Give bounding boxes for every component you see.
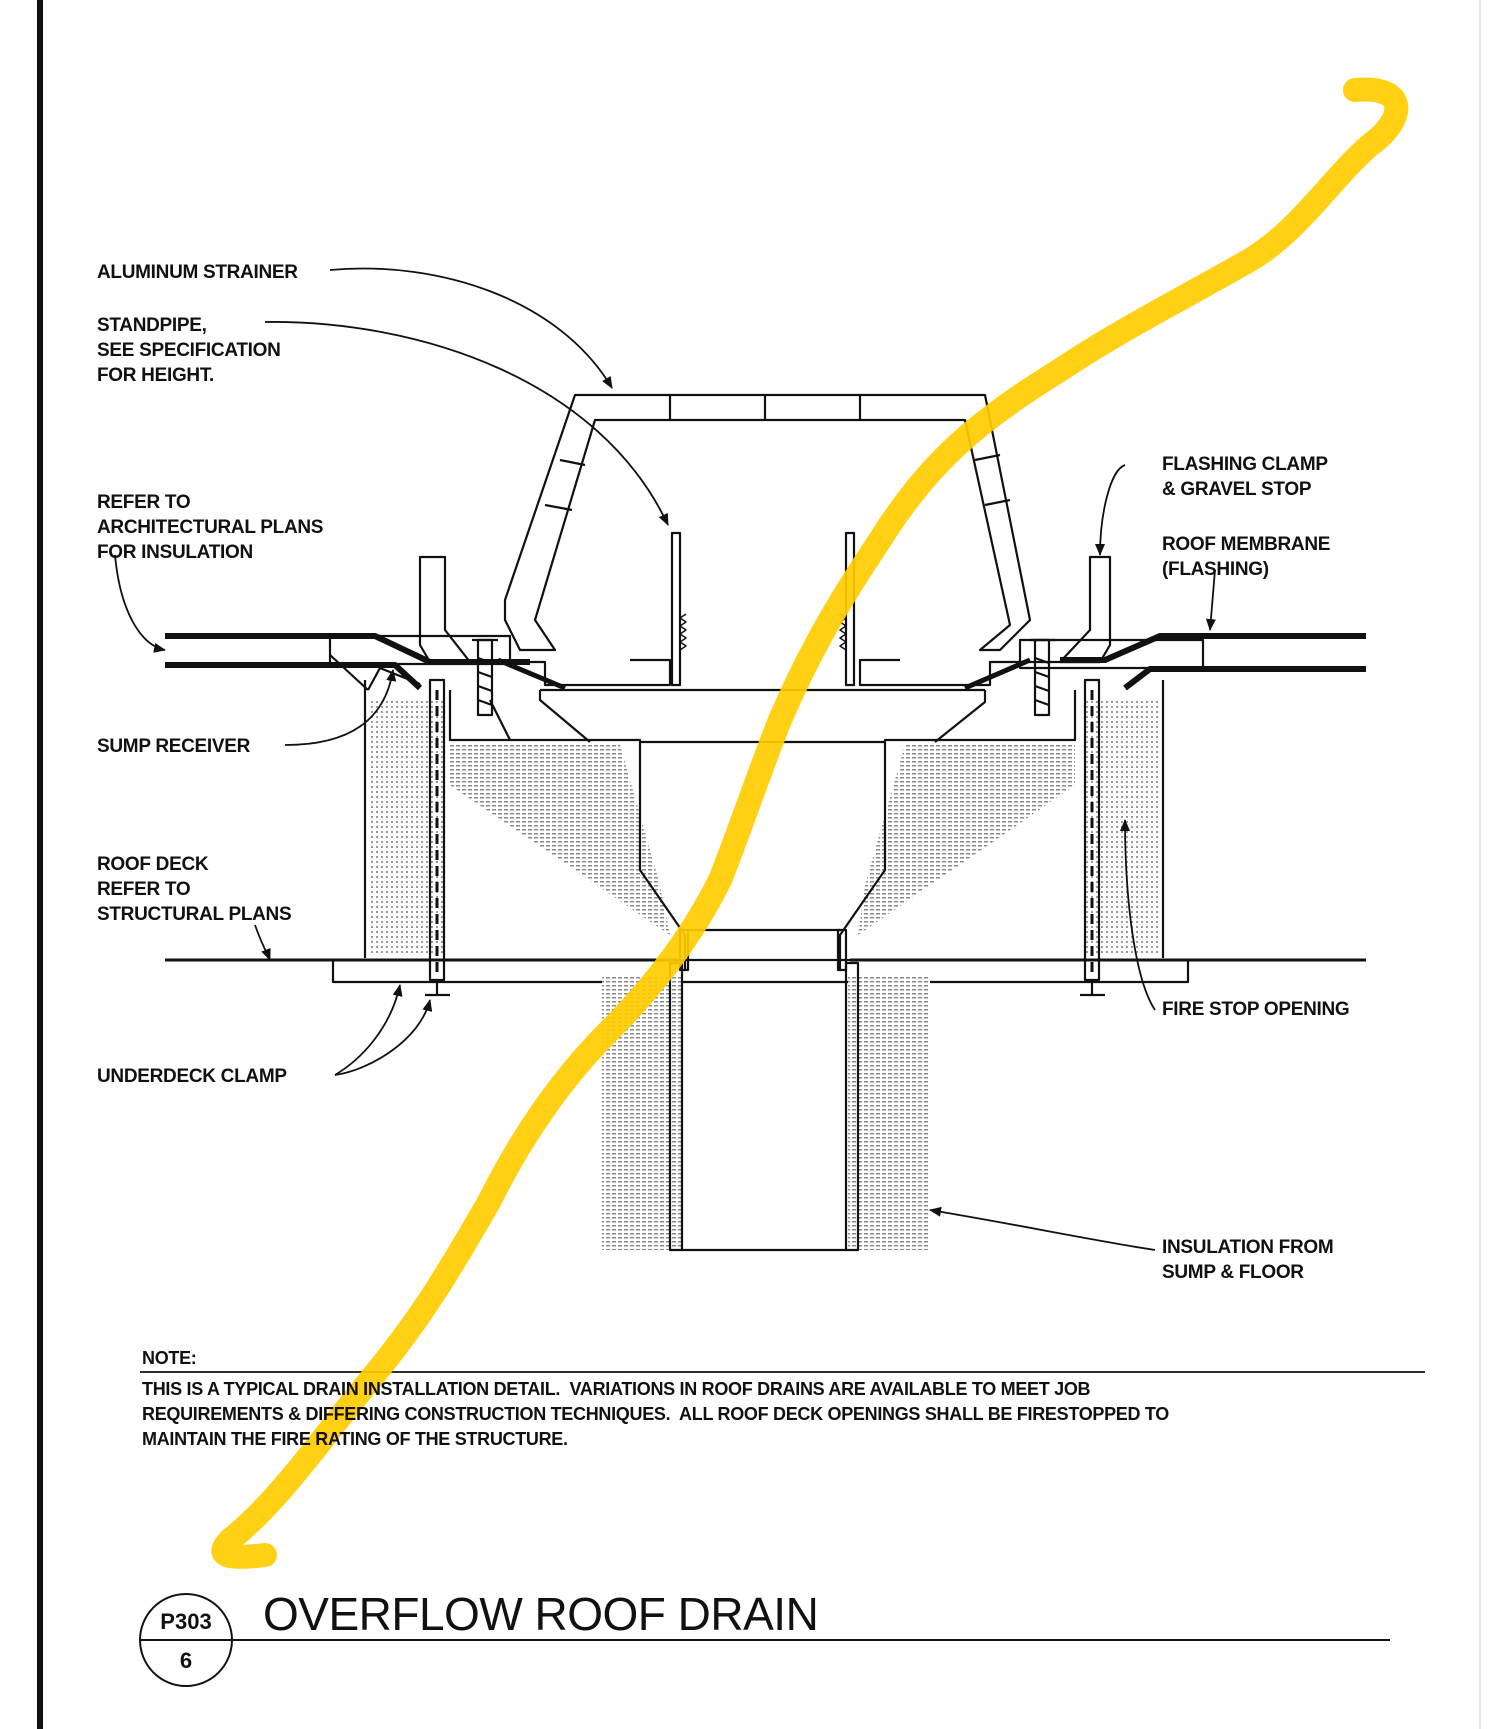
label-roof-deck: ROOF DECK REFER TO STRUCTURAL PLANS bbox=[97, 854, 292, 925]
outlet-pipe bbox=[668, 928, 860, 1252]
detail-number: 6 bbox=[179, 1648, 193, 1673]
label-fire-stop-opening: FIRE STOP OPENING bbox=[1162, 999, 1350, 1020]
flashing-clamp-right bbox=[964, 555, 1112, 717]
label-aluminum-strainer: ALUMINUM STRAINER bbox=[97, 262, 298, 283]
label-sump-receiver: SUMP RECEIVER bbox=[97, 736, 251, 757]
roof-insulation-boards bbox=[328, 634, 1205, 958]
label-standpipe: STANDPIPE, SEE SPECIFICATION FOR HEIGHT. bbox=[97, 315, 281, 386]
flashing-clamp-left bbox=[418, 555, 566, 717]
label-roof-membrane: ROOF MEMBRANE (FLASHING) bbox=[1162, 534, 1331, 580]
underdeck-clamp-rods bbox=[425, 678, 1105, 997]
note-heading: NOTE: bbox=[142, 1348, 197, 1368]
roof-deck bbox=[165, 958, 1366, 984]
label-insulation-from: INSULATION FROM SUMP & FLOOR bbox=[1162, 1237, 1334, 1283]
title-block bbox=[139, 1593, 1390, 1687]
label-refer-insulation: REFER TO ARCHITECTURAL PLANS FOR INSULAT… bbox=[97, 492, 324, 563]
sheet-number: P303 bbox=[160, 1609, 212, 1634]
label-underdeck-clamp: UNDERDECK CLAMP bbox=[97, 1066, 287, 1087]
label-flashing-clamp: FLASHING CLAMP & GRAVEL STOP bbox=[1162, 454, 1328, 500]
drawing-title: OVERFLOW ROOF DRAIN bbox=[263, 1588, 819, 1640]
leader-lines bbox=[114, 267, 1216, 1251]
aluminum-strainer bbox=[503, 393, 1032, 652]
highlighter-strike bbox=[211, 77, 1409, 1569]
note-body: THIS IS A TYPICAL DRAIN INSTALLATION DET… bbox=[142, 1379, 1169, 1449]
